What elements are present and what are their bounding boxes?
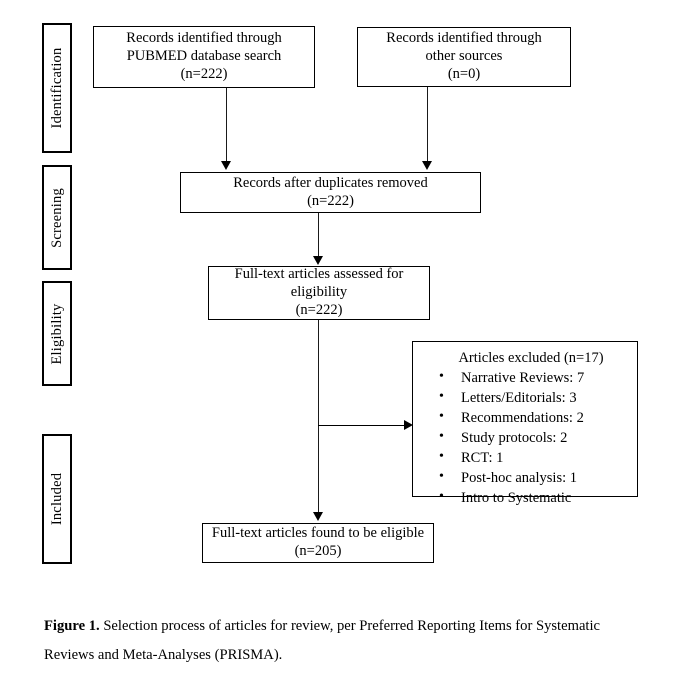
box-records-other-sources: Records identified through other sources… — [357, 27, 571, 87]
box-records-pubmed-line1: Records identified through — [126, 30, 282, 47]
box-fulltext-assessed-count: (n=222) — [295, 301, 343, 318]
box-articles-excluded: Articles excluded (n=17) Narrative Revie… — [412, 341, 638, 506]
figure-caption-text: Selection process of articles for review… — [44, 618, 601, 664]
stage-label-identification-text: Identification — [48, 47, 65, 129]
list-item: RCT: 1 — [439, 447, 631, 468]
box-records-pubmed-line2: PUBMED database search — [126, 48, 282, 65]
list-item: Letters/Editorials: 3 — [439, 387, 631, 408]
connector-other-sources-to-duplicates — [427, 87, 428, 163]
box-fulltext-assessed: Full-text articles assessed for eligibil… — [208, 266, 430, 320]
connector-assessed-to-excluded — [318, 425, 406, 426]
list-item: Recommendations: 2 — [439, 407, 631, 428]
arrowhead-other-sources-to-duplicates — [422, 161, 432, 170]
box-records-pubmed-count: (n=222) — [180, 65, 228, 82]
list-item: Narrative Reviews: 7 — [439, 367, 631, 388]
stage-label-eligibility-text: Eligibility — [48, 302, 65, 365]
figure-caption: Figure 1. Selection process of articles … — [44, 612, 634, 670]
stage-label-screening-text: Screening — [48, 187, 65, 248]
arrowhead-duplicates-to-assessed — [313, 256, 323, 265]
box-records-other-sources-count: (n=0) — [447, 65, 481, 82]
figure-caption-label: Figure 1. — [44, 618, 100, 634]
box-duplicates-removed-count: (n=222) — [307, 192, 354, 209]
box-fulltext-eligible-line1: Full-text articles found to be eligible — [211, 525, 425, 542]
stage-label-screening: Screening — [42, 165, 72, 270]
list-item: Study protocols: 2 — [439, 427, 631, 448]
arrowhead-assessed-to-eligible — [313, 512, 323, 521]
box-fulltext-assessed-line2: eligibility — [290, 284, 348, 301]
box-fulltext-eligible: Full-text articles found to be eligible … — [202, 523, 434, 563]
stage-label-eligibility: Eligibility — [42, 281, 72, 386]
box-duplicates-removed-line1: Records after duplicates removed — [233, 174, 428, 191]
stage-label-identification: Identification — [42, 23, 72, 153]
box-articles-excluded-title: Articles excluded (n=17) — [458, 350, 604, 366]
list-item: Intro to Systematic — [439, 487, 631, 508]
arrowhead-pubmed-to-duplicates — [221, 161, 231, 170]
connector-pubmed-to-duplicates — [226, 88, 227, 163]
box-records-pubmed: Records identified through PUBMED databa… — [93, 26, 315, 88]
box-records-other-sources-line2: other sources — [425, 48, 503, 65]
box-fulltext-eligible-count: (n=205) — [294, 543, 342, 559]
stage-label-included-text: Included — [48, 472, 65, 526]
excluded-reasons-list: Narrative Reviews: 7 Letters/Editorials:… — [417, 367, 631, 508]
box-records-other-sources-line1: Records identified through — [386, 30, 542, 47]
box-fulltext-assessed-line1: Full-text articles assessed for — [234, 266, 404, 283]
list-item: Post-hoc analysis: 1 — [439, 467, 631, 488]
arrowhead-assessed-to-excluded — [404, 420, 413, 430]
connector-assessed-to-eligible — [318, 320, 319, 514]
connector-duplicates-to-assessed — [318, 213, 319, 258]
box-duplicates-removed: Records after duplicates removed (n=222) — [180, 172, 481, 213]
stage-label-included: Included — [42, 434, 72, 564]
